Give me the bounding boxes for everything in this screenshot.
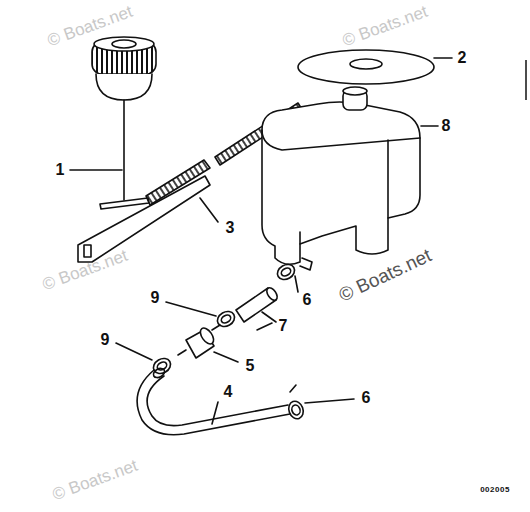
watermark: © Boats.net bbox=[336, 245, 434, 304]
callout-number: 1 bbox=[56, 162, 65, 178]
callout-number: 4 bbox=[224, 384, 233, 400]
callout-number: 5 bbox=[246, 358, 255, 374]
fuel-hose bbox=[137, 367, 290, 435]
callout-number: 6 bbox=[303, 292, 312, 308]
callout-number: 3 bbox=[226, 220, 235, 236]
callout-number: 9 bbox=[101, 332, 110, 348]
figure-code: 002005 bbox=[480, 486, 510, 494]
callout-number: 9 bbox=[151, 290, 160, 306]
callout-number: 2 bbox=[458, 50, 467, 66]
watermark: © Boats.net bbox=[340, 3, 430, 49]
washer bbox=[298, 50, 452, 84]
hose-clamp bbox=[286, 385, 354, 421]
fuel-filter bbox=[178, 325, 238, 362]
callout-number: 8 bbox=[442, 118, 451, 134]
hose-clamp bbox=[275, 261, 298, 282]
hose-segment bbox=[236, 286, 279, 322]
fuel-tank bbox=[262, 87, 438, 270]
callout-number: 6 bbox=[362, 390, 371, 406]
hose-clamp bbox=[166, 302, 237, 330]
callout-number: 7 bbox=[279, 318, 288, 334]
watermark: © Boats.net bbox=[50, 457, 140, 503]
cap-assembly bbox=[70, 37, 156, 209]
